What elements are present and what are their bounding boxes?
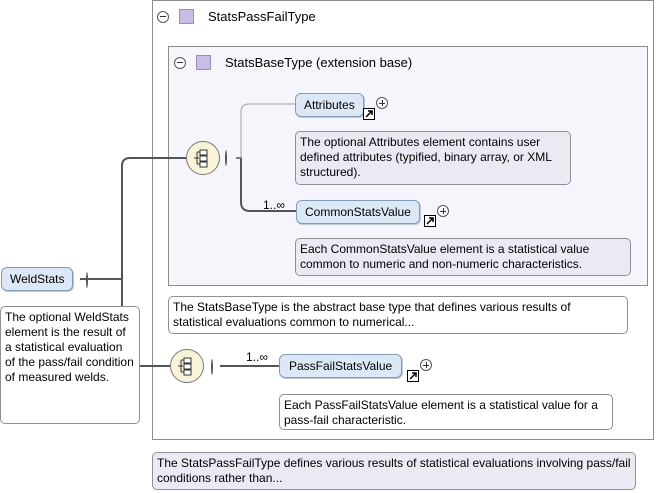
stats-pass-fail-type-header: StatsPassFailType — [157, 9, 316, 24]
complex-type-icon — [196, 55, 211, 70]
stats-pass-fail-type-doc-text: The StatsPassFailType defines various re… — [157, 456, 631, 485]
weld-stats-element[interactable]: WeldStats — [1, 267, 74, 291]
reference-arrow-icon — [407, 370, 419, 382]
collapse-icon[interactable] — [174, 56, 186, 69]
common-stats-cardinality: 1..∞ — [263, 198, 285, 212]
reference-arrow-icon — [363, 108, 375, 120]
stats-base-type-header: StatsBaseType (extension base) — [174, 55, 412, 70]
attributes-doc-text: The optional Attributes element contains… — [300, 135, 552, 179]
pass-fail-stats-value-element[interactable]: PassFailStatsValue — [279, 354, 403, 378]
stats-pass-fail-type-title: StatsPassFailType — [208, 9, 316, 24]
complex-type-icon — [179, 9, 194, 24]
stats-pass-fail-type-doc: The StatsPassFailType defines various re… — [152, 452, 636, 490]
pass-fail-stats-value-doc: Each PassFailStatsValue element is a sta… — [279, 394, 613, 430]
sequence-compositor[interactable] — [170, 349, 204, 383]
common-stats-value-doc-text: Each CommonStatsValue element is a stati… — [300, 242, 590, 271]
collapse-icon[interactable] — [157, 10, 169, 23]
expand-icon[interactable] — [420, 359, 432, 371]
common-stats-value-doc: Each CommonStatsValue element is a stati… — [295, 238, 631, 276]
weld-stats-doc-text: The optional WeldStats element is the re… — [5, 310, 134, 384]
sequence-compositor[interactable] — [186, 141, 220, 175]
expand-icon[interactable] — [437, 205, 449, 217]
reference-arrow-icon — [424, 215, 436, 227]
pass-fail-stats-value-doc-text: Each PassFailStatsValue element is a sta… — [284, 398, 598, 427]
common-stats-value-element[interactable]: CommonStatsValue — [296, 200, 420, 224]
pass-fail-stats-cardinality: 1..∞ — [246, 350, 268, 364]
pass-fail-stats-value-label: PassFailStatsValue — [289, 359, 393, 373]
stats-base-type-doc-text: The StatsBaseType is the abstract base t… — [173, 300, 571, 329]
weld-stats-doc: The optional WeldStats element is the re… — [0, 306, 140, 424]
stats-base-type-doc: The StatsBaseType is the abstract base t… — [168, 296, 628, 334]
common-stats-value-label: CommonStatsValue — [305, 205, 411, 219]
collapse-icon[interactable] — [211, 359, 213, 375]
sequence-icon — [194, 149, 208, 168]
attributes-doc: The optional Attributes element contains… — [295, 131, 571, 185]
weld-stats-label: WeldStats — [10, 272, 65, 286]
stats-base-type-title: StatsBaseType (extension base) — [225, 55, 413, 70]
attributes-element[interactable]: Attributes — [295, 93, 364, 117]
collapse-icon[interactable] — [225, 150, 227, 166]
sequence-icon — [178, 357, 192, 376]
collapse-icon[interactable] — [86, 272, 88, 288]
expand-icon[interactable] — [376, 97, 388, 109]
attributes-label: Attributes — [304, 98, 355, 112]
